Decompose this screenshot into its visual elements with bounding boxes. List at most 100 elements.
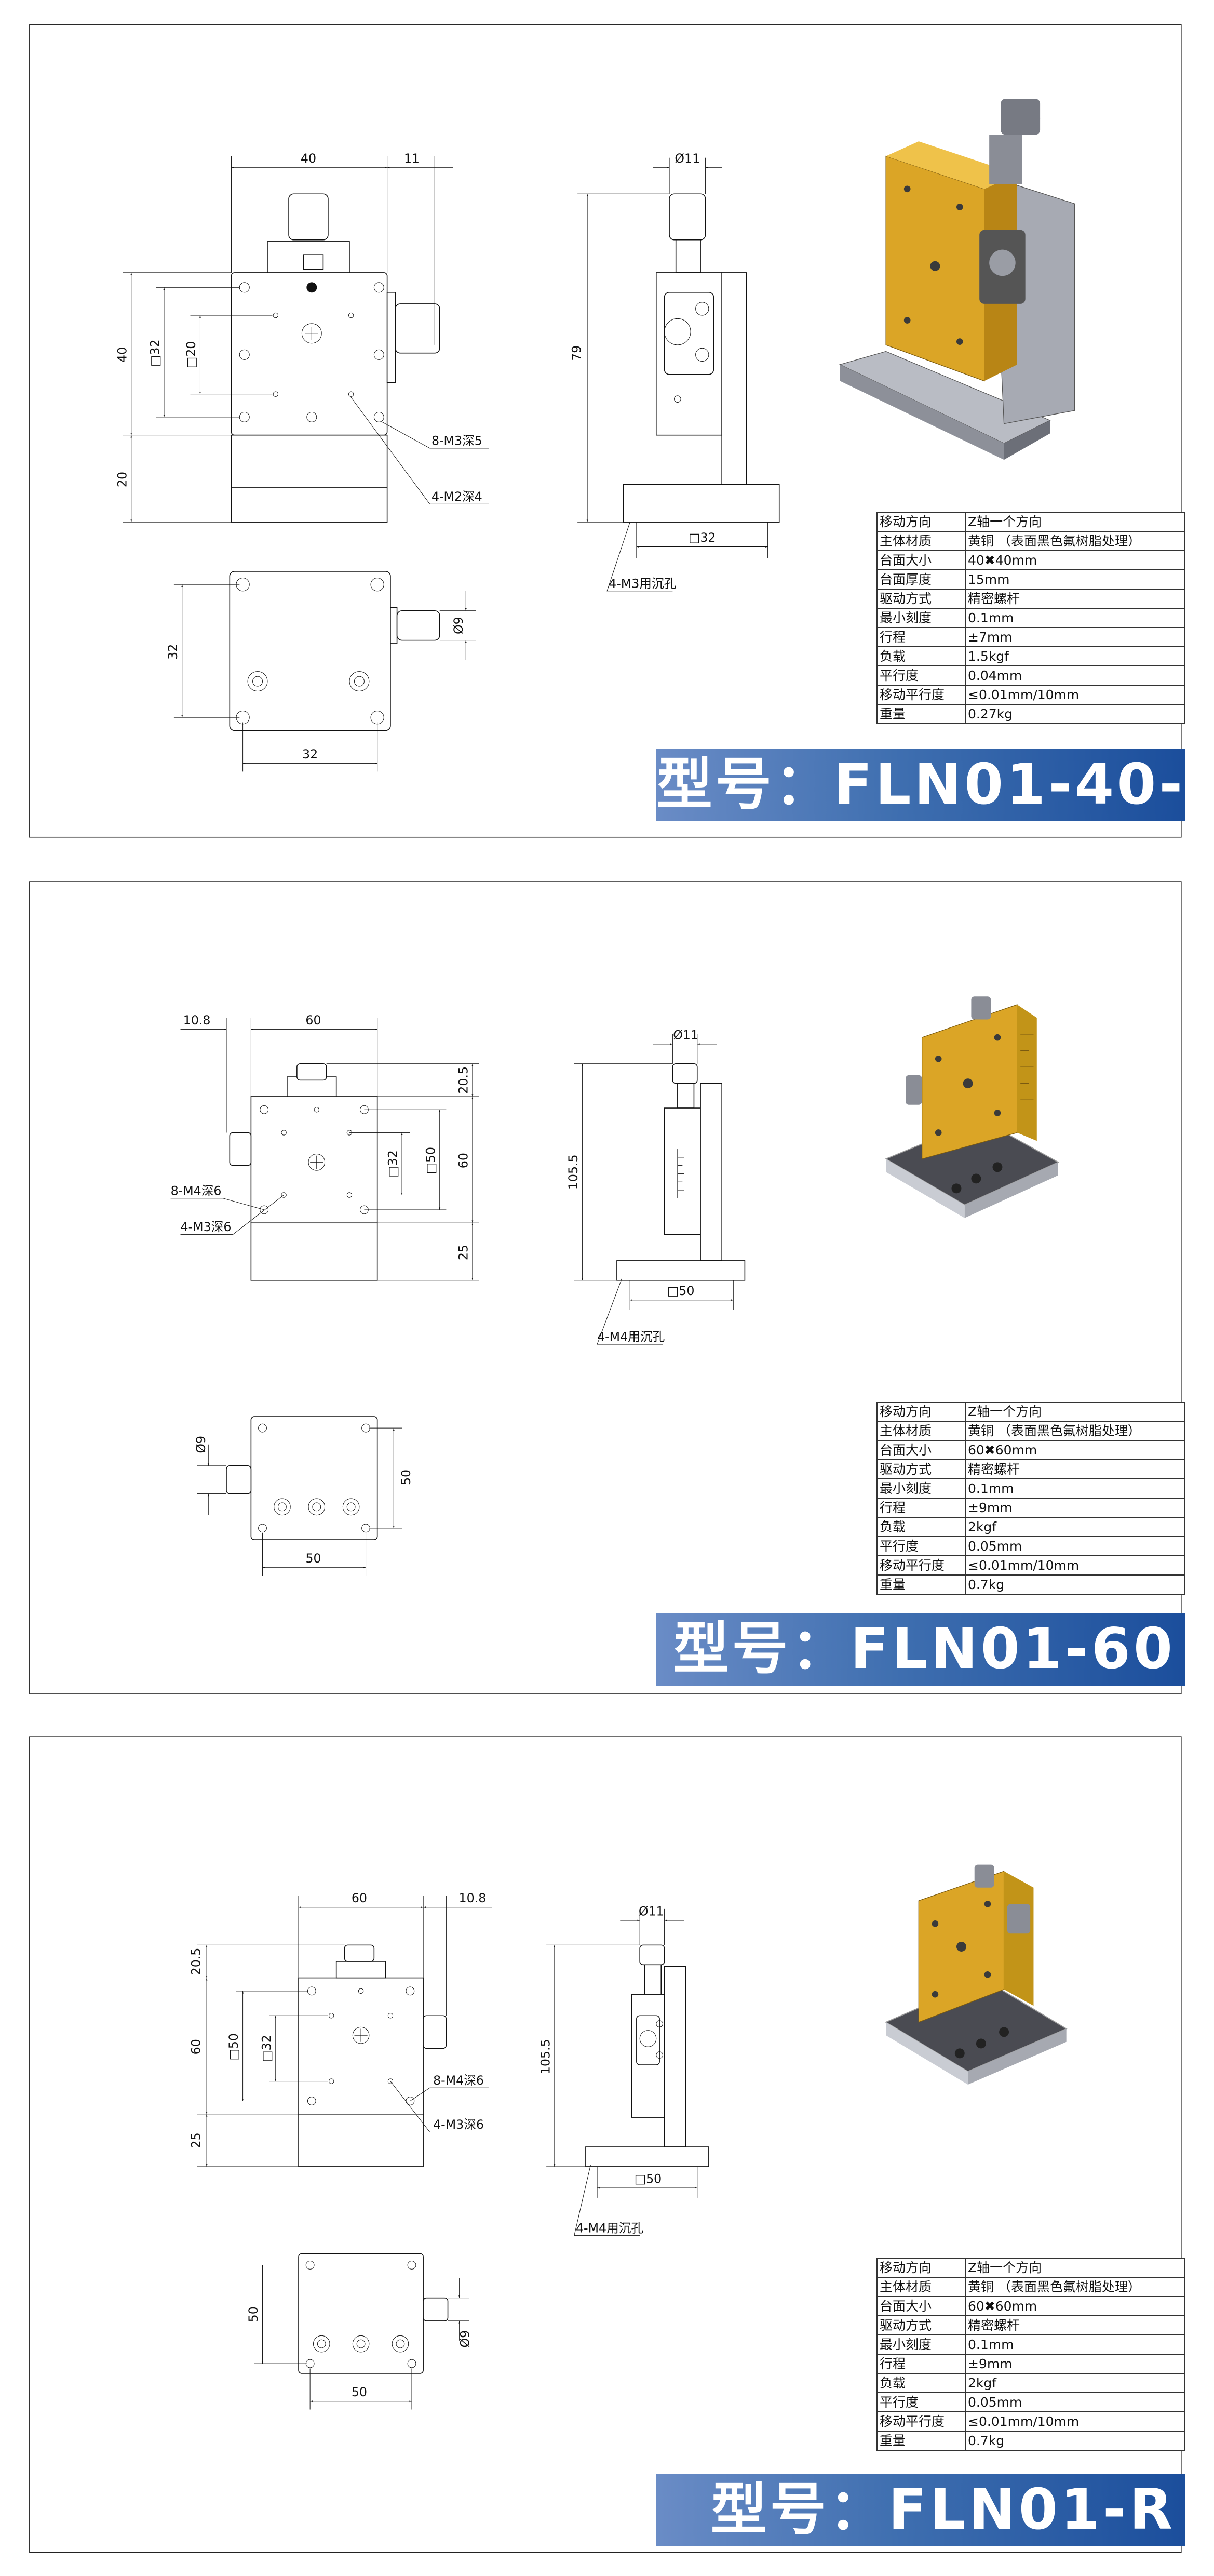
dim-bottom-height: 50 bbox=[399, 1470, 413, 1485]
panel-border bbox=[29, 24, 1182, 838]
dim-knob-diameter: Ø11 bbox=[639, 1904, 664, 1919]
spec-label: 负载 bbox=[876, 646, 966, 666]
spec-label: 平行度 bbox=[876, 665, 966, 686]
dim-bottom-height: 32 bbox=[166, 644, 180, 660]
model-prefix: 型号： bbox=[656, 752, 834, 817]
spec-label: 最小刻度 bbox=[876, 608, 966, 628]
product-render bbox=[885, 1864, 1068, 2085]
spec-label: 行程 bbox=[876, 1498, 966, 1518]
spec-label: 移动方向 bbox=[876, 512, 966, 532]
spec-row: 移动平行度≤0.01mm/10mm bbox=[876, 685, 1185, 705]
dim-top-height: 20.5 bbox=[188, 1948, 203, 1976]
spec-value: 0.7kg bbox=[965, 1574, 1185, 1595]
spec-label: 移动方向 bbox=[876, 2258, 966, 2278]
model-name: FLN01-40-R bbox=[834, 752, 1214, 817]
dim-total-height: 105.5 bbox=[566, 1154, 581, 1190]
dim-plate-height: 60 bbox=[456, 1153, 470, 1168]
spec-label: 台面厚度 bbox=[876, 569, 966, 590]
note-holes-a: 8-M3深5 bbox=[431, 434, 482, 448]
spec-value: 0.1mm bbox=[965, 1478, 1185, 1499]
spec-value: 精密螺杆 bbox=[965, 589, 1185, 609]
bottom-view: 50 50 Ø9 bbox=[246, 2253, 473, 2410]
bottom-view: Ø9 50 50 bbox=[194, 1416, 413, 1576]
spec-value: 40✖40mm bbox=[965, 550, 1185, 570]
spec-value: 0.04mm bbox=[965, 665, 1185, 686]
spec-label: 驱动方式 bbox=[876, 589, 966, 609]
dim-shaft-diameter: Ø9 bbox=[458, 2330, 473, 2348]
spec-value: Z轴一个方向 bbox=[965, 2258, 1185, 2278]
dim-knob-diameter: Ø11 bbox=[673, 1027, 698, 1042]
spec-label: 行程 bbox=[876, 2354, 966, 2374]
spec-label: 最小刻度 bbox=[876, 2334, 966, 2355]
spec-row: 驱动方式精密螺杆 bbox=[876, 1459, 1185, 1479]
spec-row: 行程±9mm bbox=[876, 2354, 1185, 2374]
spec-row: 主体材质黄铜 （表面黑色氟树脂处理） bbox=[876, 2277, 1185, 2297]
spec-label: 主体材质 bbox=[876, 531, 966, 551]
model-name: FLN01-R bbox=[888, 2477, 1176, 2542]
spec-row: 驱动方式精密螺杆 bbox=[876, 589, 1185, 609]
spec-row: 移动平行度≤0.01mm/10mm bbox=[876, 2411, 1185, 2432]
front-view: 60 10.8 20.5 60 25 □50 □32 8-M4深6 4-M3深6 bbox=[188, 1891, 492, 2167]
dim-shaft-diameter: Ø9 bbox=[451, 617, 466, 634]
dim-bottom-width: 50 bbox=[305, 1551, 321, 1566]
note-holes-a: 8-M4深6 bbox=[171, 1184, 222, 1198]
model-banner: 型号：FLN01-40-R bbox=[656, 749, 1214, 821]
spec-label: 主体材质 bbox=[876, 2277, 966, 2297]
spec-label: 重量 bbox=[876, 1574, 966, 1595]
spec-row: 行程±7mm bbox=[876, 627, 1185, 647]
dim-top-height: 20.5 bbox=[456, 1066, 470, 1094]
spec-value: 2kgf bbox=[965, 1517, 1185, 1537]
spec-label: 重量 bbox=[876, 2431, 966, 2451]
dim-width: 60 bbox=[305, 1013, 321, 1027]
spec-label: 主体材质 bbox=[876, 1421, 966, 1441]
spec-value: ±7mm bbox=[965, 627, 1185, 647]
micrometer-knob bbox=[288, 193, 329, 241]
panel-fln01-40-r: 40 11 40 20 □32 □20 8-M3深5 4-M2深4 bbox=[29, 24, 1182, 838]
spec-value: 0.7kg bbox=[965, 2431, 1185, 2451]
front-view: 40 11 40 20 □32 □20 8-M3深5 4-M2深4 bbox=[115, 151, 489, 523]
spec-value: 60✖60mm bbox=[965, 1440, 1185, 1460]
spec-value: 60✖60mm bbox=[965, 2296, 1185, 2316]
note-counterbore: 4-M4用沉孔 bbox=[576, 2221, 643, 2235]
dim-bottom-height: 50 bbox=[246, 2306, 261, 2322]
spec-label: 负载 bbox=[876, 1517, 966, 1537]
dim-hole-pattern-inner: □32 bbox=[259, 2035, 274, 2062]
model-name: FLN01-60 bbox=[850, 1617, 1176, 1681]
dim-knob: 11 bbox=[404, 151, 420, 166]
dim-total-height: 79 bbox=[569, 345, 584, 361]
note-holes-b: 4-M3深6 bbox=[433, 2117, 484, 2132]
model-banner: 型号：FLN01-60 bbox=[656, 1613, 1185, 1686]
product-render bbox=[884, 996, 1059, 1218]
dim-shaft-diameter: Ø9 bbox=[194, 1436, 208, 1453]
dim-base-height: 25 bbox=[456, 1245, 470, 1260]
dim-width: 60 bbox=[352, 1891, 367, 1905]
model-prefix: 型号： bbox=[710, 2477, 888, 2542]
spec-label: 行程 bbox=[876, 627, 966, 647]
dim-width: 40 bbox=[301, 151, 316, 166]
spec-value: ≤0.01mm/10mm bbox=[965, 2411, 1185, 2432]
dim-base-holes: □50 bbox=[635, 2172, 662, 2186]
spec-value: 0.1mm bbox=[965, 608, 1185, 628]
spec-label: 移动方向 bbox=[876, 1402, 966, 1422]
spec-value: 黄铜 （表面黑色氟树脂处理） bbox=[965, 531, 1185, 551]
dim-base-height: 25 bbox=[188, 2132, 203, 2148]
dim-plate-height: 40 bbox=[115, 347, 129, 363]
side-view: Ø11 105.5 □50 4-M4用沉孔 bbox=[538, 1904, 709, 2236]
model-banner: 型号：FLN01-R bbox=[656, 2474, 1185, 2546]
